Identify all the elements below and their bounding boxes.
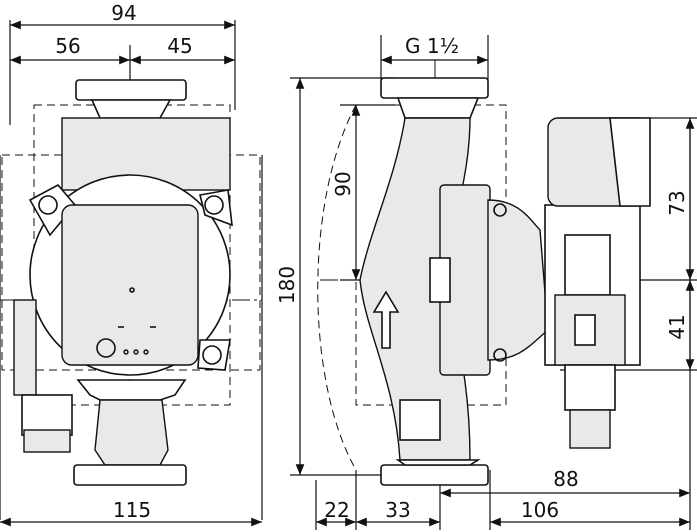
dim-33: 33 <box>385 498 410 522</box>
side-dimensions: G 1½ 180 90 73 41 88 22 33 106 <box>275 34 695 527</box>
dim-94: 94 <box>111 1 136 25</box>
dim-106: 106 <box>521 498 559 522</box>
dim-73: 73 <box>665 190 689 215</box>
front-view <box>0 20 263 520</box>
dim-45: 45 <box>167 34 192 58</box>
front-top-dimensions: 94 56 45 <box>9 1 235 65</box>
dim-41: 41 <box>665 314 689 339</box>
dim-180: 180 <box>275 266 299 304</box>
dim-thread: G 1½ <box>405 34 459 58</box>
front-bottom-dimension: 115 <box>0 498 262 527</box>
dim-115: 115 <box>113 498 151 522</box>
dim-56: 56 <box>55 34 80 58</box>
dim-90: 90 <box>331 171 355 196</box>
dim-88: 88 <box>553 467 578 491</box>
side-view <box>290 35 697 530</box>
dim-22: 22 <box>324 498 349 522</box>
